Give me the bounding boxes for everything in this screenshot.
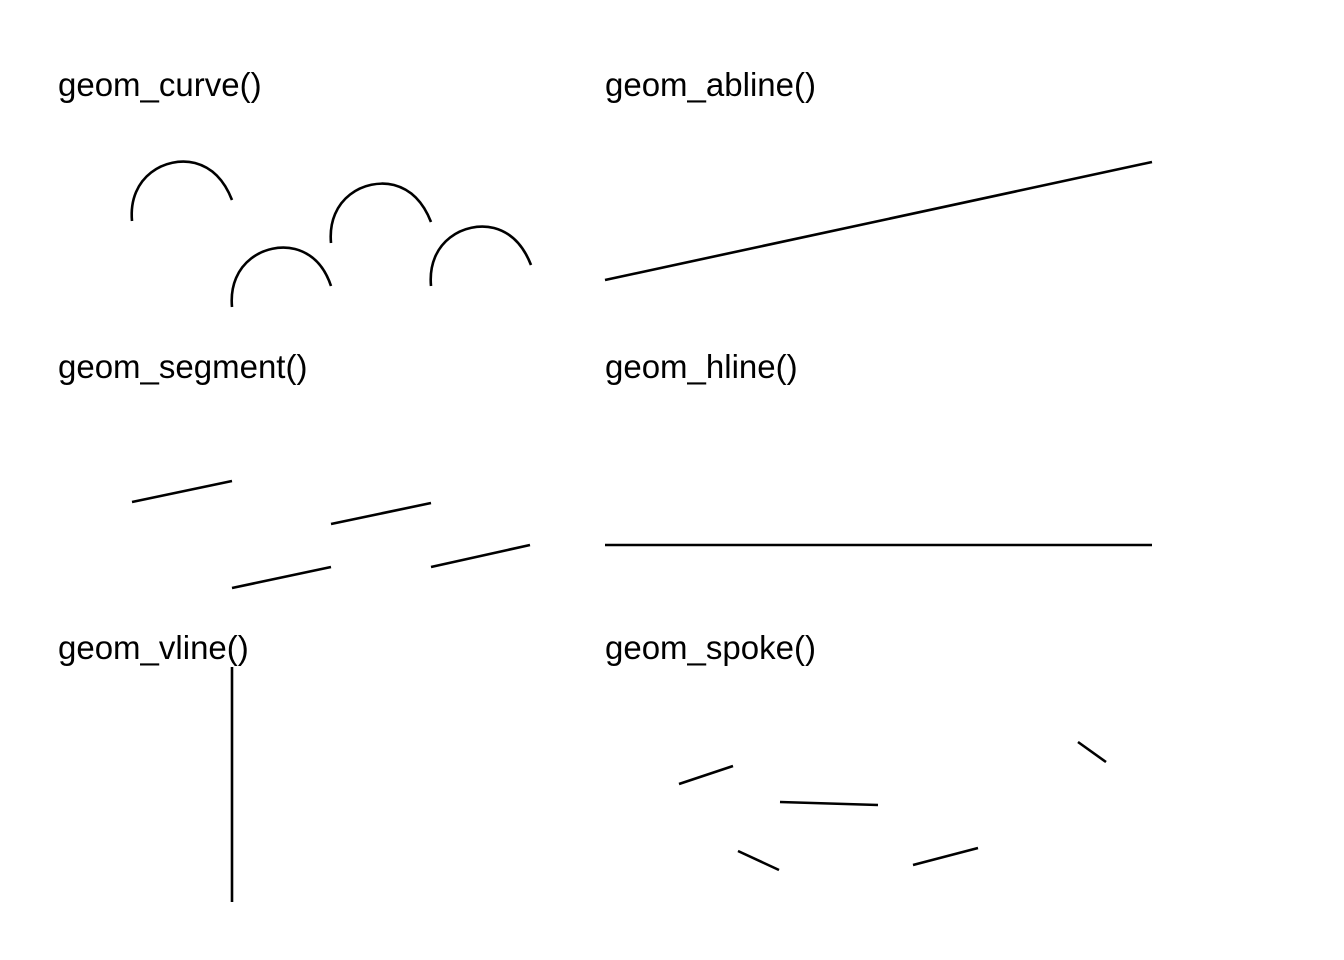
vline-panel-title: geom_vline() [58,629,249,666]
segment-line [330,501,432,526]
curve-glyph [329,182,433,244]
spoke-glyphs [678,740,1107,872]
spoke-line [737,849,780,872]
abline-line [604,160,1153,282]
curve-glyph [429,225,533,287]
curve-glyphs [130,160,533,308]
curve-panel-title: geom_curve() [58,66,262,103]
spoke-line [1077,740,1107,764]
spoke-line [912,846,979,867]
hline-panel-title: geom_hline() [605,348,798,385]
segment-glyphs [131,479,531,590]
spoke-line [678,764,734,786]
spoke-line [779,800,879,807]
abline-panel-title: geom_abline() [605,66,816,103]
segment-line [430,543,531,569]
spoke-panel-title: geom_spoke() [605,629,816,666]
segment-line [131,479,233,504]
curve-glyph [130,160,234,222]
segment-line [231,565,332,590]
curve-glyph [230,246,333,308]
segment-panel-title: geom_segment() [58,348,308,385]
